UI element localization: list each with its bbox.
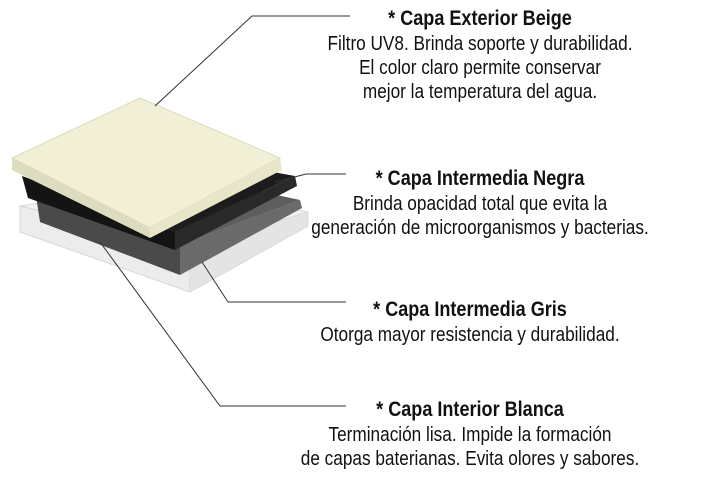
layer-description-line: El color claro permite conservar — [359, 57, 601, 79]
layer-title: * Capa Exterior Beige — [388, 7, 572, 30]
layer-title: * Capa Interior Blanca — [376, 398, 564, 421]
layer-description-line: Filtro UV8. Brinda soporte y durabilidad… — [327, 33, 633, 55]
label-capa-intermedia-gris: * Capa Intermedia Gris Otorga mayor resi… — [230, 297, 709, 347]
layer-description-line: Brinda opacidad total que evita la — [352, 193, 608, 215]
layer-gray-edge — [36, 196, 180, 275]
leader-line-white — [99, 241, 346, 407]
layer-title: * Capa Intermedia Negra — [375, 167, 585, 190]
leader-line-gray — [201, 261, 346, 303]
label-capa-exterior-beige: * Capa Exterior Beige Filtro UV8. Brinda… — [240, 6, 709, 104]
layer-beige-side — [150, 158, 282, 238]
leader-line-beige — [154, 15, 350, 107]
layer-black-side — [175, 176, 297, 250]
layer-title: * Capa Intermedia Gris — [373, 298, 567, 321]
leader-line-black — [274, 173, 346, 183]
layer-black-edge — [22, 176, 175, 250]
layer-description-line: mejor la temperatura del agua. — [362, 81, 598, 103]
layer-description-line: Otorga mayor resistencia y durabilidad. — [320, 324, 620, 346]
layer-description-line: generación de microorganismos y bacteria… — [311, 217, 649, 239]
layer-beige-edge — [12, 158, 150, 238]
label-capa-interior-blanca: * Capa Interior Blanca Terminación lisa.… — [230, 397, 709, 471]
layer-description-line: de capas baterianas. Evita olores y sabo… — [300, 448, 640, 470]
layer-description-line: Terminación lisa. Impide la formación — [328, 424, 612, 446]
label-capa-intermedia-negra: * Capa Intermedia Negra Brinda opacidad … — [240, 166, 709, 240]
layer-gray-side — [180, 200, 302, 275]
